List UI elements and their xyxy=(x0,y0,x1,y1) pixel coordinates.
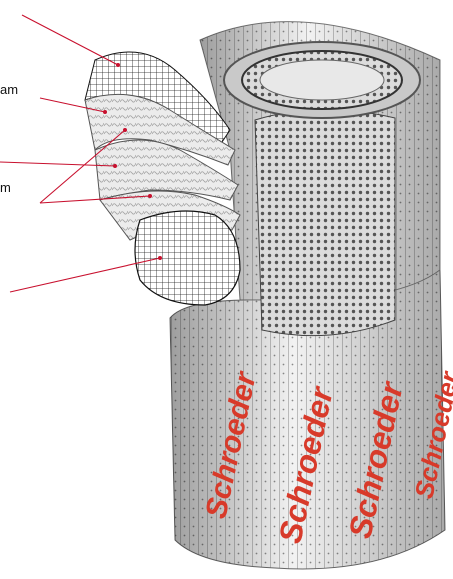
leader-line-6 xyxy=(10,258,160,292)
leader-line-1 xyxy=(22,15,118,65)
media-layer-mesh-bottom xyxy=(135,211,240,305)
callout-label-2: m xyxy=(0,180,11,195)
callout-label-1: am xyxy=(0,82,18,97)
perforated-core xyxy=(255,109,395,335)
